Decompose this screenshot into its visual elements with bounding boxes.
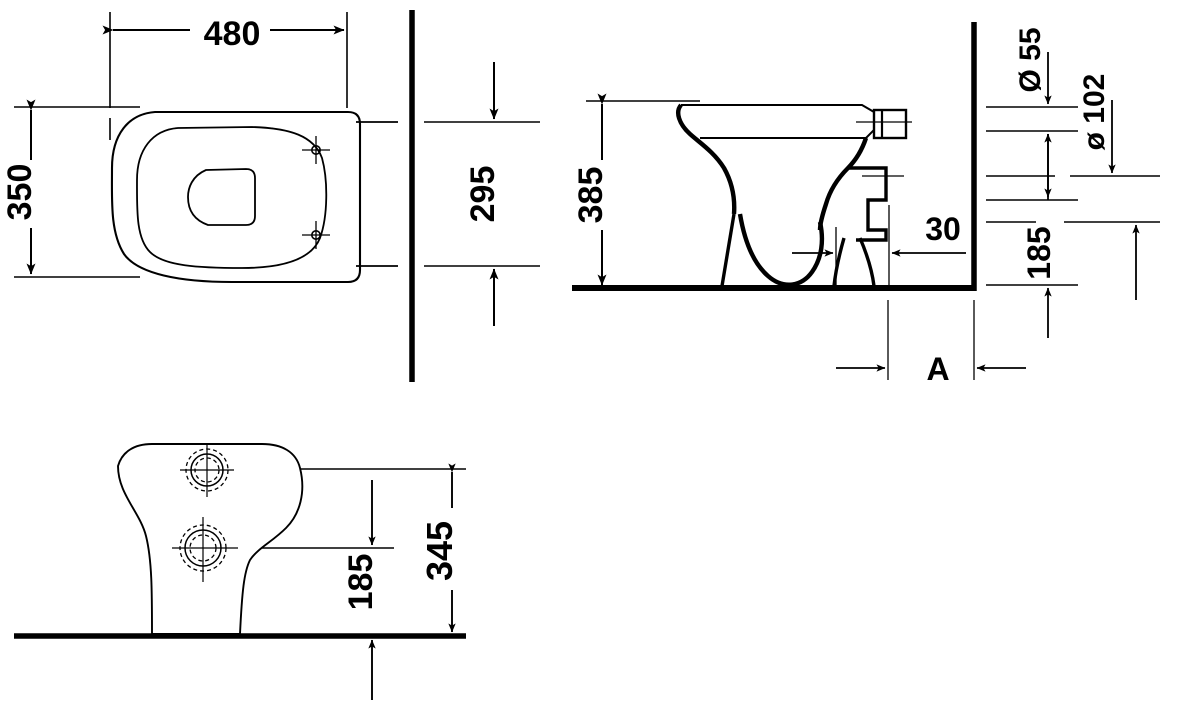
trap-curve xyxy=(737,213,825,287)
outlet-spigot-upper xyxy=(856,108,912,140)
outlet-spigot-lower xyxy=(862,168,904,200)
front-view xyxy=(14,443,466,700)
base-rear-left xyxy=(832,237,846,287)
right-dimension-stack xyxy=(986,52,1160,338)
label-480: 480 xyxy=(204,15,261,53)
bowl-opening xyxy=(187,168,256,226)
seat-inner-contour xyxy=(136,126,328,269)
rear-profile xyxy=(817,137,869,231)
front-body-outline xyxy=(117,443,304,635)
pedestal-front-edge xyxy=(720,213,736,287)
label-345-front: 345 xyxy=(419,521,460,581)
label-385: 385 xyxy=(572,167,610,224)
dim-295-group xyxy=(424,62,540,326)
plan-view xyxy=(14,12,398,284)
rim-top-outline xyxy=(681,104,875,139)
label-185-front: 185 xyxy=(342,554,380,611)
fixing-hole-upper xyxy=(302,136,330,164)
seat-outer-contour xyxy=(110,110,362,284)
label-185-right: 185 xyxy=(1021,226,1057,279)
front-fixing-hole-lower xyxy=(172,517,238,582)
label-A: A xyxy=(926,351,949,387)
label-30: 30 xyxy=(925,211,961,247)
bowl-front-profile xyxy=(676,103,737,215)
side-view xyxy=(572,22,1026,380)
label-295: 295 xyxy=(464,166,502,223)
label-diameter-55: Ø 55 xyxy=(1014,27,1047,92)
fixing-hole-lower xyxy=(302,221,330,249)
base-rear-right xyxy=(858,237,876,287)
front-fixing-hole-upper xyxy=(180,443,234,497)
outlet-bracket xyxy=(848,166,888,242)
label-350: 350 xyxy=(1,164,39,221)
label-diameter-102: ø 102 xyxy=(1078,74,1111,151)
